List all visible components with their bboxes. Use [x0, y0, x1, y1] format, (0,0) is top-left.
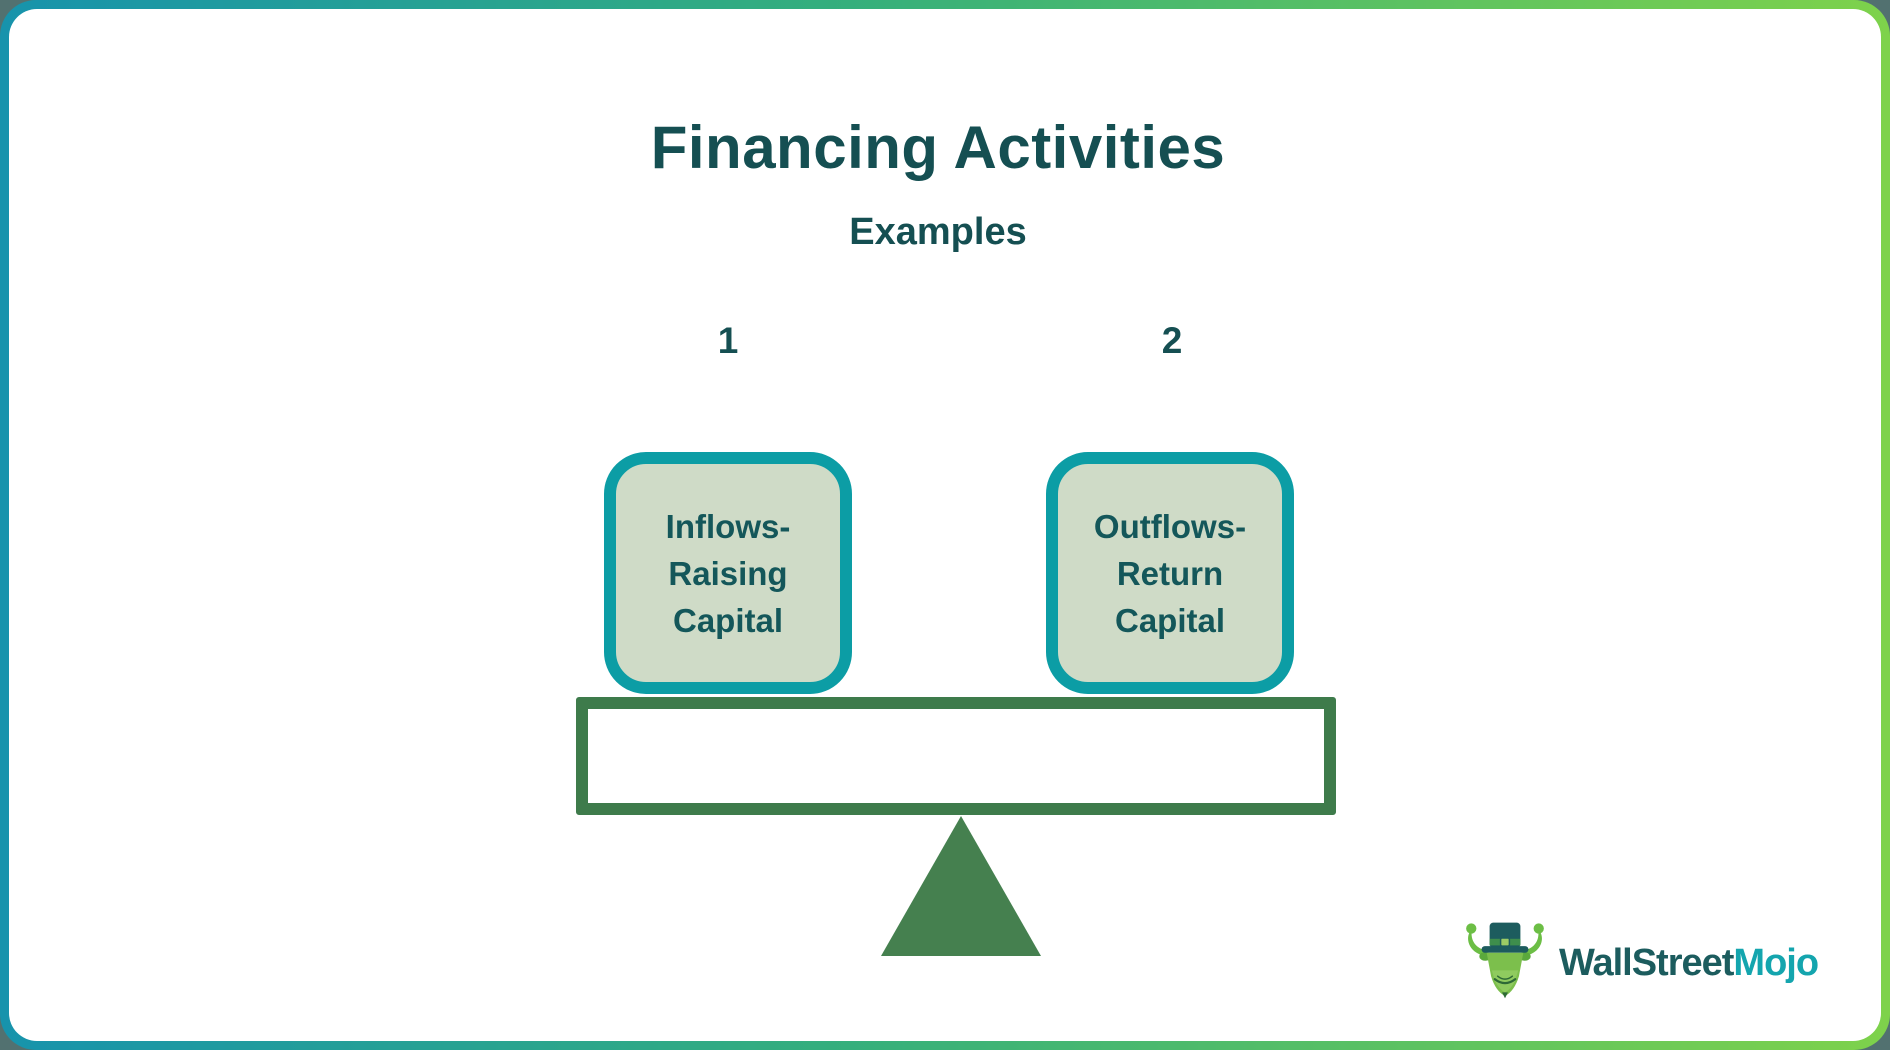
- content-card: Financing Activities Examples 1 2 Inflow…: [9, 9, 1881, 1041]
- balance-fulcrum-triangle: [881, 816, 1041, 956]
- bull-mascot-icon: [1461, 917, 1549, 1009]
- examples-subtitle: Examples: [849, 211, 1027, 253]
- inflows-label: Inflows- Raising Capital: [665, 507, 791, 639]
- example-number-1: 1: [717, 320, 739, 361]
- logo-mojo-text: Mojo: [1733, 941, 1819, 984]
- example-box-inflows: Inflows- Raising Capital: [604, 452, 852, 694]
- example-box-outflows: Outflows- Return Capital: [1046, 452, 1294, 694]
- page-title: Financing Activities: [650, 114, 1226, 182]
- logo-wallstreet-text: WallStreet: [1559, 941, 1734, 984]
- logo-wordmark: WallStreetMojo: [1559, 941, 1819, 985]
- balance-beam: [576, 697, 1336, 815]
- wallstreetmojo-logo: WallStreetMojo: [1461, 917, 1819, 1009]
- example-number-2: 2: [1161, 320, 1183, 361]
- outflows-label: Outflows- Return Capital: [1093, 507, 1247, 639]
